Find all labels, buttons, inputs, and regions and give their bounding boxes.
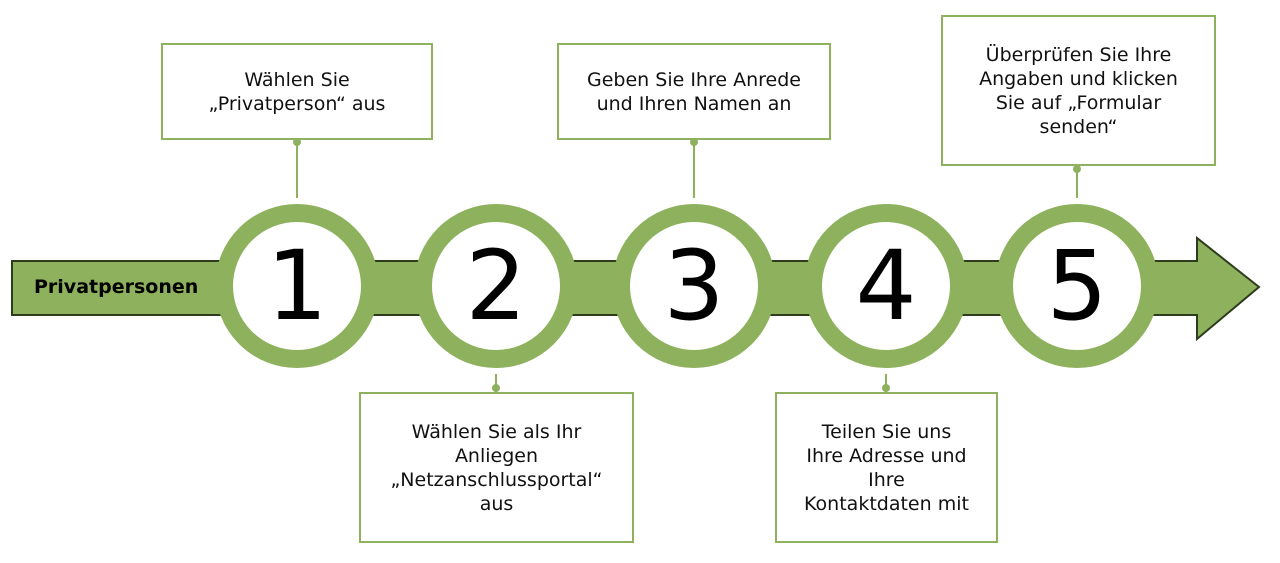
step-number-1: 1: [266, 230, 328, 342]
connector-dot-2: [492, 384, 500, 392]
step-4-label-box: Teilen Sie uns Ihre Adresse und Ihre Kon…: [775, 392, 998, 543]
step-2-label-box: Wählen Sie als Ihr Anliegen „Netzanschlu…: [359, 392, 634, 543]
step-circle-4: [804, 204, 968, 368]
step-5-text: Überprüfen Sie Ihre Angaben und klicken …: [979, 43, 1178, 138]
step-number-5: 5: [1046, 230, 1108, 342]
step-circle-3: [612, 204, 776, 368]
step-1-label-box: Wählen Sie „Privatperson“ aus: [161, 43, 433, 140]
connector-dot-5: [1073, 165, 1081, 173]
step-circle-5: [995, 204, 1159, 368]
connector-dot-4: [882, 384, 890, 392]
step-number-3: 3: [663, 230, 725, 342]
step-number-2: 2: [465, 230, 527, 342]
step-number-4: 4: [855, 230, 917, 342]
connector-dot-1: [293, 138, 301, 146]
connector-dot-3: [690, 138, 698, 146]
step-3-label-box: Geben Sie Ihre Anrede und Ihren Namen an: [557, 43, 831, 140]
step-2-text: Wählen Sie als Ihr Anliegen „Netzanschlu…: [390, 420, 603, 515]
step-5-label-box: Überprüfen Sie Ihre Angaben und klicken …: [941, 15, 1216, 166]
step-4-text: Teilen Sie uns Ihre Adresse und Ihre Kon…: [804, 420, 969, 515]
process-title: Privatpersonen: [34, 276, 199, 298]
step-circle-2: [414, 204, 578, 368]
step-3-text: Geben Sie Ihre Anrede und Ihren Namen an: [587, 68, 801, 115]
step-1-text: Wählen Sie „Privatperson“ aus: [208, 68, 386, 115]
step-circle-1: [215, 204, 379, 368]
